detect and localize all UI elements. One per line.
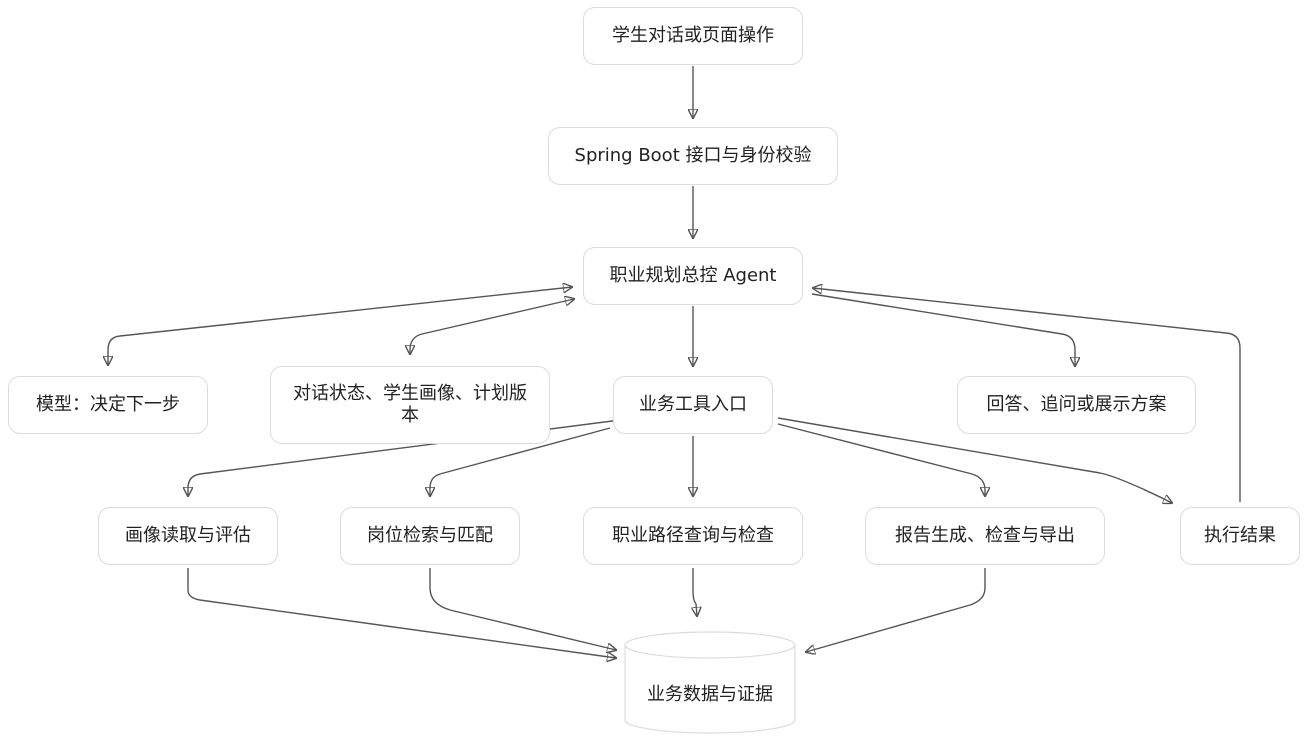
edge-jobsearch-to-data bbox=[429, 568, 616, 650]
spring-boot-label: Spring Boot 接口与身份校验 bbox=[574, 145, 812, 167]
model-label: 模型：决定下一步 bbox=[36, 394, 180, 416]
career-path-node: 职业路径查询与检查 bbox=[583, 507, 803, 565]
edge-agent-answer bbox=[811, 293, 1075, 366]
student-action-node: 学生对话或页面操作 bbox=[583, 7, 803, 65]
edge-careerpath-to-data bbox=[693, 568, 697, 616]
job-search-node: 岗位检索与匹配 bbox=[340, 507, 520, 565]
career-path-label: 职业路径查询与检查 bbox=[612, 525, 774, 547]
agent-node: 职业规划总控 Agent bbox=[583, 247, 803, 305]
edge-agent-model bbox=[108, 287, 572, 365]
profile-tool-label: 画像读取与评估 bbox=[125, 525, 251, 547]
answer-label: 回答、追问或展示方案 bbox=[986, 394, 1167, 416]
data-store-cylinder bbox=[624, 631, 796, 734]
edge-tool-to-profile bbox=[188, 419, 621, 496]
report-node: 报告生成、检查与导出 bbox=[865, 507, 1105, 565]
profile-tool-node: 画像读取与评估 bbox=[98, 507, 278, 565]
edge-tool-to-jobsearch bbox=[430, 427, 611, 496]
agent-label: 职业规划总控 Agent bbox=[609, 265, 777, 287]
student-action-label: 学生对话或页面操作 bbox=[612, 25, 774, 47]
job-search-label: 岗位检索与匹配 bbox=[367, 525, 493, 547]
data-store-label: 业务数据与证据 bbox=[647, 684, 773, 705]
edge-report-to-data bbox=[806, 568, 986, 652]
state-label: 对话状态、学生画像、计划版本 bbox=[293, 383, 527, 426]
exec-result-label: 执行结果 bbox=[1204, 525, 1276, 547]
exec-result-node: 执行结果 bbox=[1180, 507, 1300, 565]
model-node: 模型：决定下一步 bbox=[8, 376, 208, 434]
spring-boot-node: Spring Boot 接口与身份校验 bbox=[548, 127, 838, 185]
tool-entry-node: 业务工具入口 bbox=[613, 376, 773, 434]
edge-result-to-agent bbox=[813, 288, 1241, 502]
data-store-node: 业务数据与证据 bbox=[625, 664, 795, 722]
report-label: 报告生成、检查与导出 bbox=[895, 525, 1075, 547]
state-node: 对话状态、学生画像、计划版本 bbox=[270, 366, 550, 444]
edge-agent-state bbox=[410, 299, 574, 354]
answer-node: 回答、追问或展示方案 bbox=[957, 376, 1196, 434]
tool-entry-label: 业务工具入口 bbox=[639, 394, 747, 416]
edge-tool-to-report bbox=[777, 423, 985, 496]
edge-profile-to-data bbox=[187, 568, 616, 658]
edge-tool-to-result bbox=[777, 417, 1172, 503]
